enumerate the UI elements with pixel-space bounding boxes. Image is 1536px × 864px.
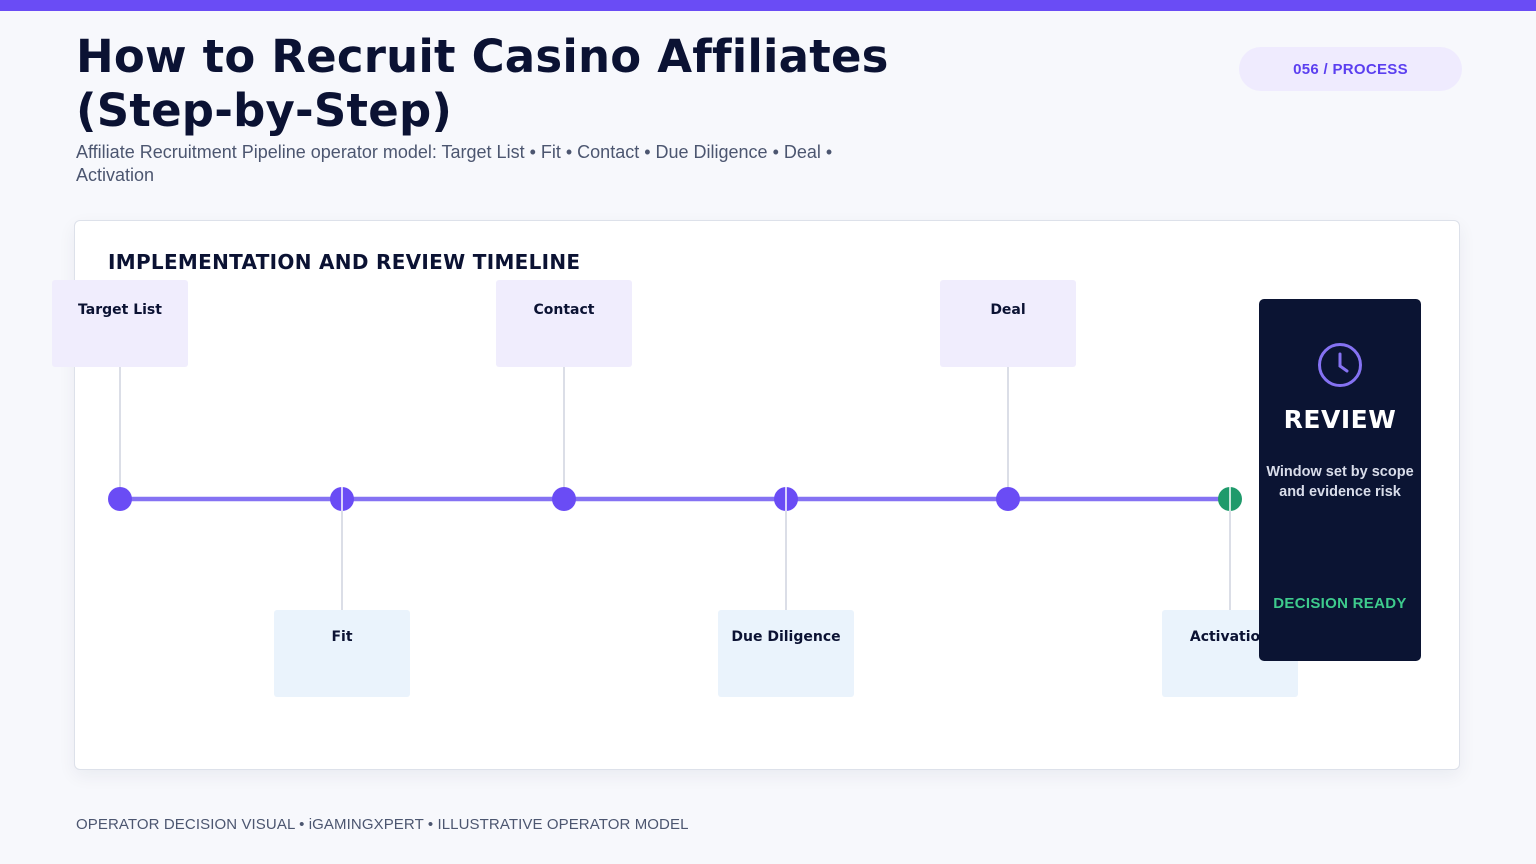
clock-icon xyxy=(1318,343,1362,387)
marker-activation xyxy=(1218,487,1242,511)
step-contact: Contact xyxy=(496,280,632,367)
step-label: Fit xyxy=(331,629,353,645)
review-title: REVIEW xyxy=(1283,405,1397,434)
marker-contact xyxy=(552,487,576,511)
footer-text: OPERATOR DECISION VISUAL • iGAMINGXPERT … xyxy=(76,816,689,833)
marker-deal xyxy=(996,487,1020,511)
timeline-title: IMPLEMENTATION AND REVIEW TIMELINE xyxy=(108,250,581,274)
marker-due-diligence xyxy=(774,487,798,511)
review-status: DECISION READY xyxy=(1273,595,1407,612)
step-label: Activation xyxy=(1189,629,1271,645)
review-description: Window set by scope and evidence risk xyxy=(1266,464,1414,500)
step-label: Deal xyxy=(990,302,1026,318)
top-accent-bar xyxy=(0,0,1536,11)
step-due-diligence: Due Diligence xyxy=(718,610,854,697)
page-title: How to Recruit Casino Affiliates (Step-b… xyxy=(76,30,889,137)
step-target-list: Target List xyxy=(52,280,188,367)
step-fit: Fit xyxy=(274,610,410,697)
step-deal: Deal xyxy=(940,280,1076,367)
step-label: Target List xyxy=(78,302,162,318)
page-subtitle: Affiliate Recruitment Pipeline operator … xyxy=(76,142,833,185)
step-label: Due Diligence xyxy=(731,629,841,645)
marker-fit xyxy=(330,487,354,511)
step-label: Contact xyxy=(533,302,595,318)
marker-target-list xyxy=(108,487,132,511)
review-panel: REVIEW Window set by scope and evidence … xyxy=(1259,299,1421,661)
section-badge: 056 / PROCESS xyxy=(1239,47,1462,91)
